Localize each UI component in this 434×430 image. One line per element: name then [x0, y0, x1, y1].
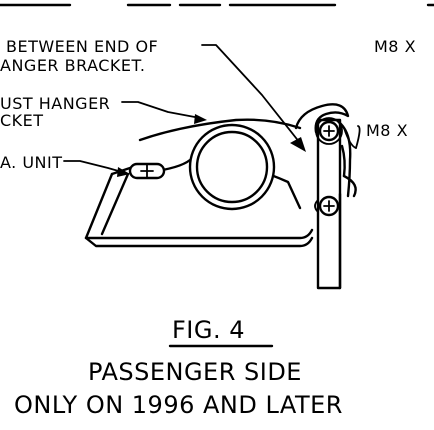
label-bolt-top: M8 X	[374, 37, 416, 56]
label-unit: A. UNIT	[0, 153, 63, 172]
label-exhaust-hanger-line2: CKET	[0, 111, 44, 130]
label-exhaust-hanger-line1: UST HANGER	[0, 94, 110, 113]
pipe-section	[188, 123, 276, 211]
caption-line2: ONLY ON 1996 AND LATER	[14, 391, 343, 419]
figure-number: FIG. 4	[172, 316, 245, 344]
bolt-bottom	[314, 195, 340, 217]
label-note-line1: BETWEEN END OF	[6, 37, 158, 56]
label-note-line2: ANGER BRACKET.	[0, 56, 145, 75]
caption-line1: PASSENGER SIDE	[88, 358, 302, 386]
hanger-hook	[294, 103, 352, 198]
bolt-top	[315, 117, 343, 145]
bracket-stud	[128, 162, 166, 180]
label-bolt-mid: M8 X	[366, 121, 408, 140]
frame-rail	[338, 174, 357, 290]
